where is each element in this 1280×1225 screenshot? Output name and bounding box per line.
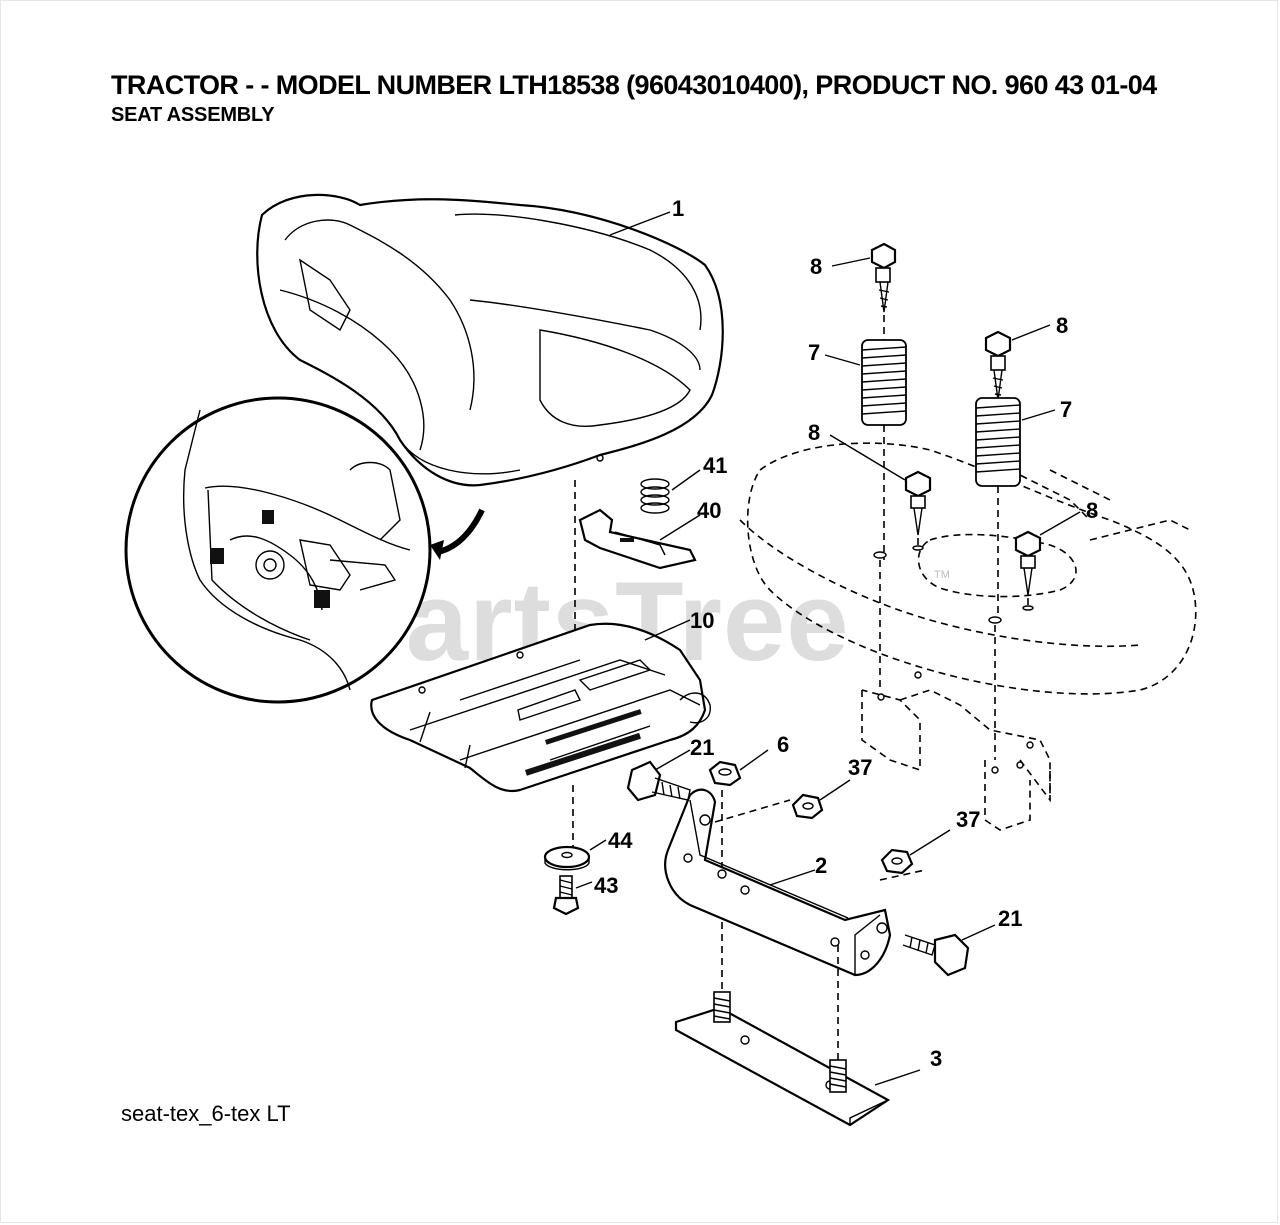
clip-40-part bbox=[578, 508, 697, 570]
leader-8-mid-right bbox=[1039, 511, 1081, 536]
spring-7-right-part bbox=[975, 397, 1021, 487]
bracket-2-part bbox=[664, 788, 892, 977]
leader-43 bbox=[575, 881, 593, 889]
callout-43: 43 bbox=[594, 873, 618, 898]
leader-21-left bbox=[654, 749, 691, 771]
callout-44: 44 bbox=[608, 828, 633, 853]
screw-43-part bbox=[552, 875, 580, 916]
nut-37-right-part bbox=[880, 848, 914, 875]
callout-8-mid-right: 8 bbox=[1086, 498, 1098, 523]
adjust-slots bbox=[525, 709, 642, 776]
callout-40: 40 bbox=[697, 498, 721, 523]
magnifier-circle-icon bbox=[124, 396, 432, 704]
nut-37-left-part bbox=[791, 793, 824, 820]
callout-41: 41 bbox=[703, 453, 727, 478]
callout-37-right: 37 bbox=[956, 807, 980, 832]
leader-41 bbox=[671, 469, 701, 491]
callout-21-right: 21 bbox=[998, 906, 1022, 931]
seat-part bbox=[256, 193, 724, 487]
bolt-8-mid-right-part bbox=[1014, 530, 1042, 596]
leader-7-left bbox=[824, 354, 861, 366]
tractor-frame-outline bbox=[739, 442, 1197, 831]
bolt-21-right-part bbox=[902, 933, 970, 977]
leader-37-left bbox=[819, 779, 851, 801]
align-line-a bbox=[714, 799, 791, 823]
callout-8-top-right: 8 bbox=[1056, 313, 1068, 338]
curved-arrow-icon bbox=[430, 508, 485, 560]
leader-6 bbox=[739, 749, 769, 771]
page-title: TRACTOR - - MODEL NUMBER LTH18538 (96043… bbox=[111, 70, 1157, 100]
callout-7-left: 7 bbox=[808, 340, 820, 365]
leader-21-right bbox=[961, 924, 996, 941]
nut-6-part bbox=[708, 760, 742, 787]
callout-3: 3 bbox=[930, 1046, 942, 1071]
leader-8-top-right bbox=[1011, 324, 1051, 341]
spring-7-left-part bbox=[861, 339, 907, 426]
hole-mid-right bbox=[1022, 605, 1034, 611]
callout-7-right: 7 bbox=[1060, 397, 1072, 422]
page-subtitle: SEAT ASSEMBLY bbox=[111, 104, 275, 126]
leader-40 bbox=[659, 514, 701, 541]
bolt-8-mid-left-part bbox=[904, 470, 932, 536]
stud-right bbox=[829, 1059, 847, 1093]
align-line-b bbox=[879, 869, 926, 881]
leader-10 bbox=[644, 619, 691, 641]
callout-6: 6 bbox=[777, 732, 789, 757]
diagram-code: seat-tex_6-tex LT bbox=[121, 1101, 291, 1126]
callout-8-top-left: 8 bbox=[810, 254, 822, 279]
callout-10: 10 bbox=[690, 608, 714, 633]
leader-8-top-left bbox=[831, 257, 871, 267]
leader-3 bbox=[874, 1069, 921, 1086]
callout-8-mid-left: 8 bbox=[808, 420, 820, 445]
leader-37-right bbox=[909, 829, 951, 856]
hole-mid-left bbox=[912, 545, 924, 551]
callout-2: 2 bbox=[815, 853, 827, 878]
leader-44 bbox=[589, 839, 607, 851]
seat-pan-part bbox=[370, 622, 711, 793]
watermark-trademark: TM bbox=[934, 569, 950, 581]
leader-8-mid-left bbox=[829, 434, 906, 481]
callout-37-left: 37 bbox=[848, 755, 872, 780]
leader-1 bbox=[609, 211, 671, 236]
callout-1: 1 bbox=[672, 196, 684, 221]
washer-44-part bbox=[543, 845, 591, 871]
stud-left bbox=[713, 991, 731, 1023]
leader-2 bbox=[769, 869, 816, 886]
hole-right bbox=[988, 616, 1002, 624]
hole-left bbox=[873, 551, 887, 559]
spring-41-part bbox=[640, 478, 670, 514]
leader-7-right bbox=[1021, 409, 1056, 421]
plate-3-part bbox=[674, 991, 891, 1127]
bolt-8-top-left-part bbox=[870, 242, 897, 313]
callout-21-left: 21 bbox=[690, 735, 714, 760]
bolt-8-top-right-part bbox=[984, 330, 1012, 401]
